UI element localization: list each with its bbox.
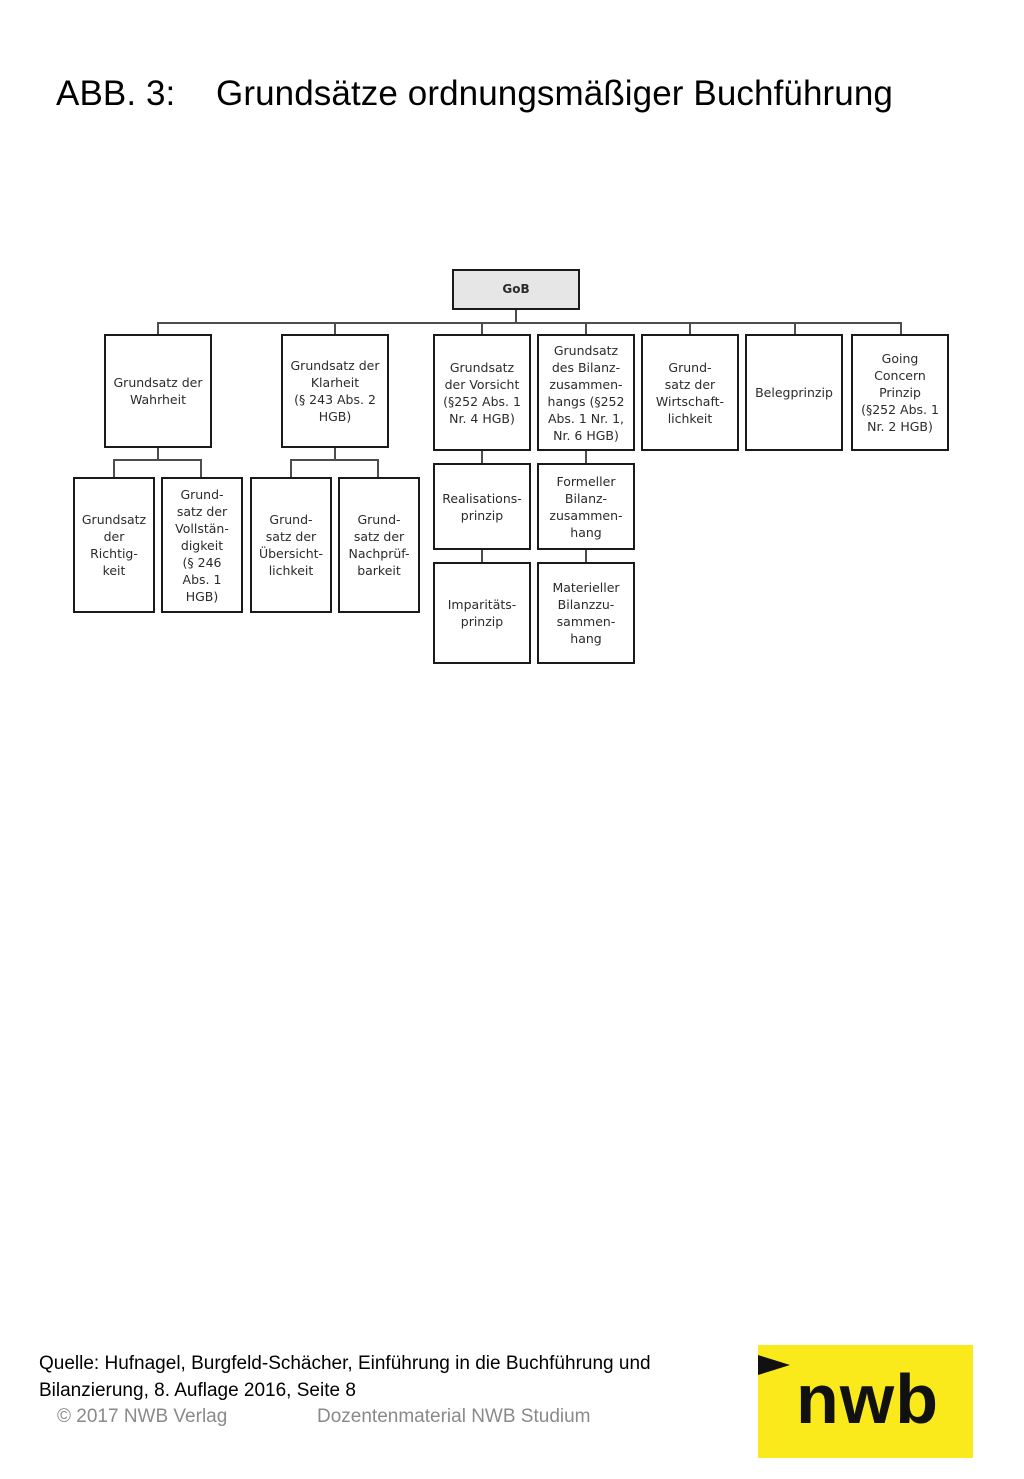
connector-vorsicht-down [481,450,483,464]
connector-klarheit-bar [290,459,379,461]
connector-going-concern [900,322,902,335]
footer-copyright: © 2017 NWB Verlag [57,1406,228,1427]
box-nachpruefbarkeit: Grund- satz der Nachprüf- barkeit [338,477,420,613]
source-line-1: Quelle: Hufnagel, Burgfeld-Schächer, Ein… [39,1353,651,1374]
footer-material: Dozentenmaterial NWB Studium [317,1406,591,1427]
connector-root-down [515,309,517,324]
box-vollstaendigkeit: Grund- satz der Vollstän- digkeit (§ 246… [161,477,243,613]
connector-beleg [794,322,796,335]
connector-wahrheit-bar [113,459,202,461]
box-vorsicht: Grundsatz der Vorsicht (§252 Abs. 1 Nr. … [433,334,531,451]
box-going-concern: Going Concern Prinzip (§252 Abs. 1 Nr. 2… [851,334,949,451]
connector-vollstaendigkeit [200,459,202,479]
connector-wahrheit [157,322,159,335]
connector-wirtschaftlichkeit [689,322,691,335]
box-wahrheit: Grundsatz der Wahrheit [104,334,212,448]
connector-top-bar [157,322,902,324]
connector-nachpruefbarkeit [377,459,379,479]
slide-title: ABB. 3: Grundsätze ordnungsmäßiger Buchfü… [56,74,893,114]
box-formeller-bilanzzusammenhang: Formeller Bilanz- zusammen- hang [537,463,635,550]
connector-vorsicht [481,322,483,335]
connector-bilanz-down [585,450,587,464]
box-realisationsprinzip: Realisations- prinzip [433,463,531,550]
connector-wahrheit-down [157,447,159,460]
figure-number: ABB. 3: [56,74,176,113]
logo-text: nwb [796,1360,939,1438]
gob-org-chart: GoB Grundsatz der Wahrheit Grundsatz der… [0,0,1024,700]
box-richtigkeit: Grundsatz der Richtig- keit [73,477,155,613]
arrow-icon [758,1355,790,1375]
box-materieller-bilanzzusammenhang: Materieller Bilanzzu- sammen- hang [537,562,635,664]
connector-realisation-down [481,549,483,563]
connector-richtigkeit [113,459,115,479]
source-citation: Quelle: Hufnagel, Burgfeld-Schächer, Ein… [39,1350,769,1404]
box-belegprinzip: Belegprinzip [745,334,843,451]
box-imparitaetsprinzip: Imparitäts- prinzip [433,562,531,664]
nwb-logo: nwb [758,1345,973,1458]
connector-uebersichtlichkeit [290,459,292,479]
box-bilanzzusammenhang: Grundsatz des Bilanz- zusammen- hangs (§… [537,334,635,451]
connector-formell-down [585,549,587,563]
figure-title: Grundsätze ordnungsmäßiger Buchführung [216,74,893,113]
connector-klarheit [334,322,336,335]
connector-klarheit-down [334,447,336,460]
connector-bilanzzusammenhang [585,322,587,335]
box-wirtschaftlichkeit: Grund- satz der Wirtschaft- lichkeit [641,334,739,451]
box-gob: GoB [452,269,580,310]
box-klarheit: Grundsatz der Klarheit (§ 243 Abs. 2 HGB… [281,334,389,448]
source-line-2: Bilanzierung, 8. Auflage 2016, Seite 8 [39,1380,356,1401]
box-uebersichtlichkeit: Grund- satz der Übersicht- lichkeit [250,477,332,613]
